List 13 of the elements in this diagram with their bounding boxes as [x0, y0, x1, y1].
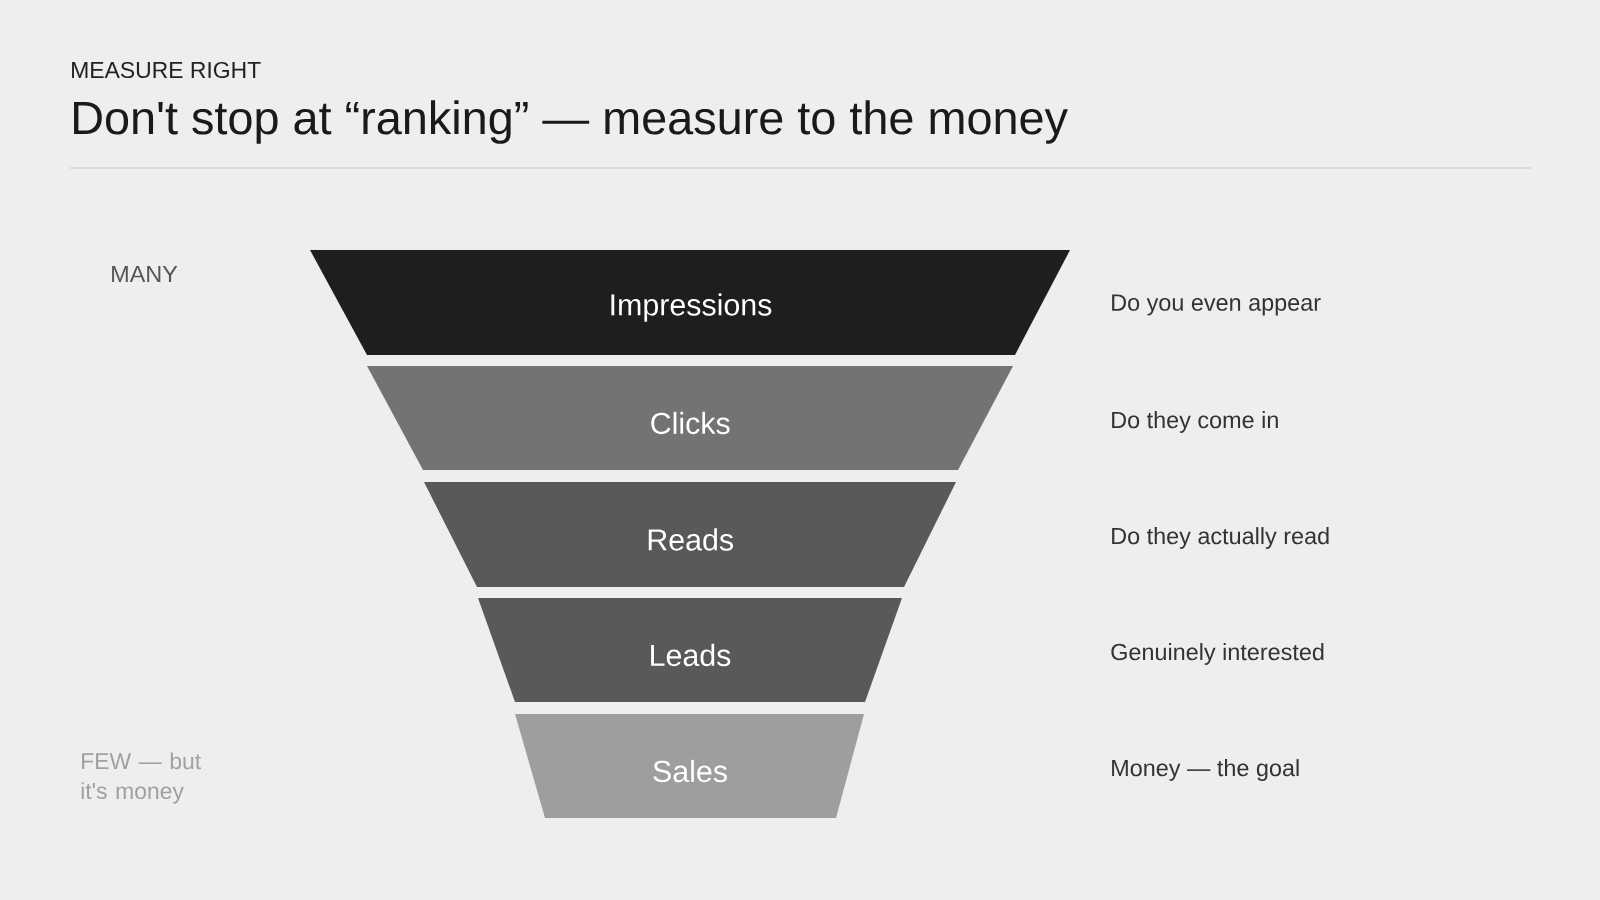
stage-description: Money — the goal — [1112, 759, 1299, 781]
stage-description: Genuinely interested — [1111, 643, 1324, 665]
funnel-stage: Clicks — [367, 366, 1013, 470]
stage-description: Do you even appear — [1112, 294, 1321, 316]
funnel-stage: Leads — [478, 598, 902, 702]
side-label: FEW — but it's money — [81, 752, 201, 804]
kicker-text: MEASURE RIGHT — [72, 61, 261, 79]
side-label: MANY — [112, 265, 178, 283]
stage-description: Do they come in — [1112, 411, 1278, 433]
funnel-stage: Impressions — [310, 250, 1070, 355]
funnel-stage: Sales — [515, 714, 864, 818]
stage-description: Do they actually read — [1112, 527, 1329, 549]
title: Don't stop at “ranking” — measure to the money — [74, 100, 1068, 144]
